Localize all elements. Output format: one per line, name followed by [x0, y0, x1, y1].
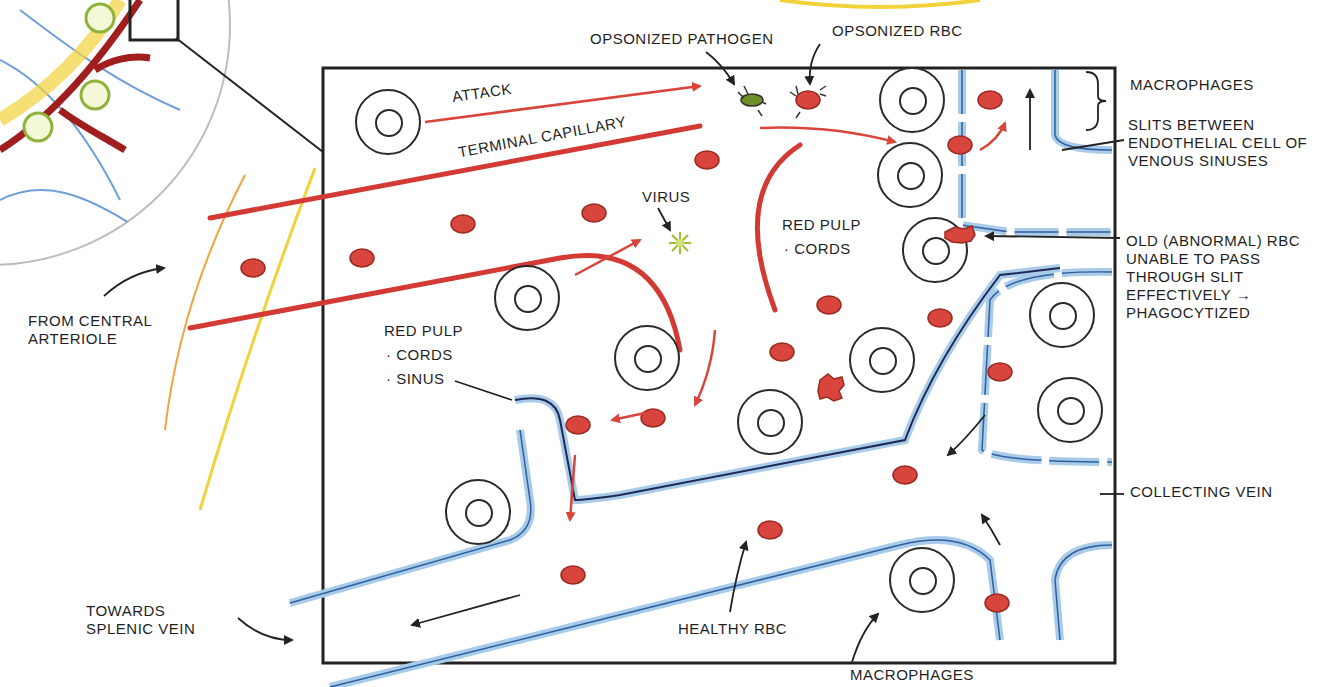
label: · CORDS: [782, 240, 853, 258]
zoom-line: [176, 38, 323, 152]
label: OPSONIZED PATHOGEN: [588, 30, 775, 48]
label: OLD (ABNORMAL) RBC UNABLE TO PASS THROUG…: [1124, 232, 1328, 322]
label: FROM CENTRAL ARTERIOLE: [26, 312, 155, 348]
label: HEALTHY RBC: [676, 620, 789, 638]
leader-lines: [104, 44, 1124, 662]
label: RED PULP: [382, 322, 465, 340]
label: · SINUS: [384, 370, 447, 388]
label: SLITS BETWEEN ENDOTHELIAL CELL OF VENOUS…: [1126, 116, 1330, 170]
terminal-capillary: [190, 126, 800, 350]
label: COLLECTING VEIN: [1128, 483, 1292, 501]
label: · CORDS: [384, 346, 455, 364]
red-blood-cells: [241, 91, 1012, 612]
yellow-arc: [780, 0, 980, 7]
spleen-outline: [0, 0, 230, 265]
macrophages: [356, 68, 1102, 612]
label: OPSONIZED RBC: [830, 22, 965, 40]
label: TERMINAL CAPILLARY: [455, 112, 630, 162]
label: VIRUS: [640, 188, 692, 206]
label: MACROPHAGES: [1128, 76, 1256, 94]
zoom-box: [323, 68, 1115, 663]
label: RED PULP: [780, 216, 863, 234]
zoom-square: [130, 0, 178, 40]
label: ATTACK: [449, 80, 515, 107]
flow-arrows: [425, 86, 1005, 520]
label: MACROPHAGES: [848, 666, 976, 684]
yellow-arc: [200, 168, 315, 510]
venous-sinus-walls: [290, 70, 1112, 687]
spleen-section: [0, 0, 323, 265]
spleen-vessels: [0, 0, 180, 230]
label: TOWARDS SPLENIC VEIN: [84, 602, 228, 638]
